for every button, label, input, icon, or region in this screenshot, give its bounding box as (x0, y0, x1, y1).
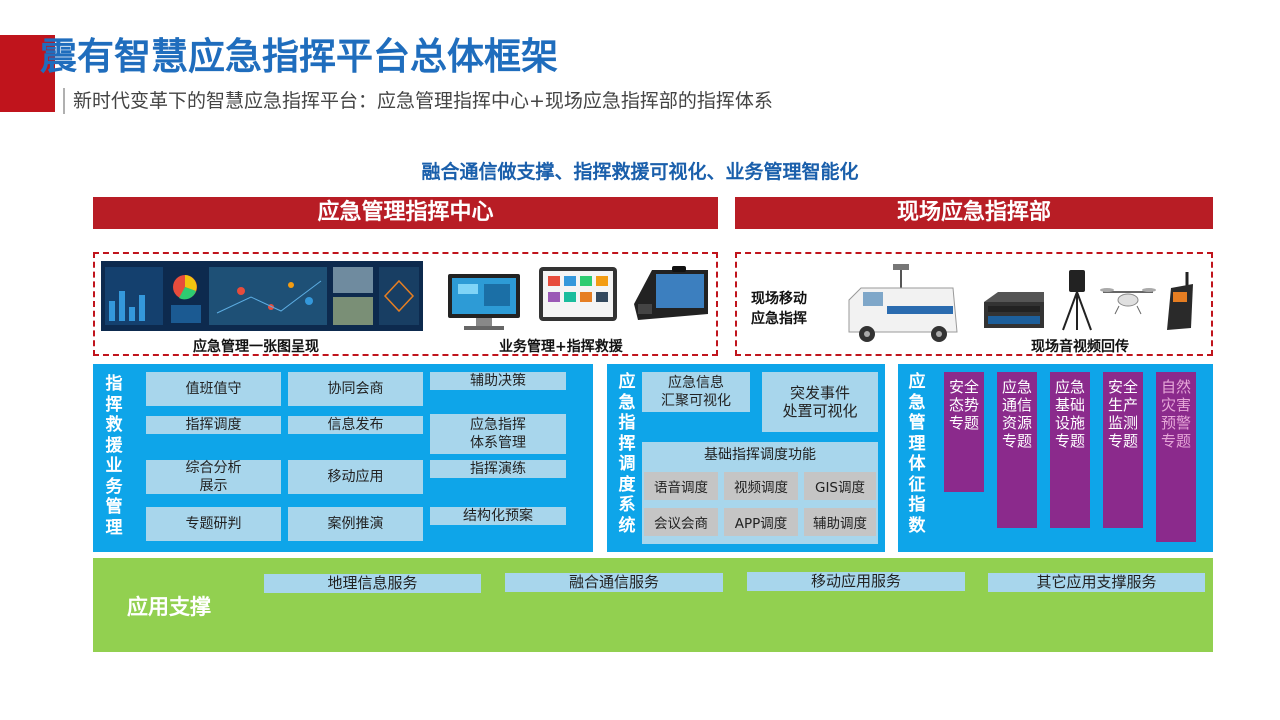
walkie-talkie-image (1161, 270, 1201, 332)
tripod-camera-image (1057, 268, 1097, 332)
rescue-item: 指挥调度 (146, 416, 281, 434)
rescue-item: 信息发布 (288, 416, 423, 434)
rescue-item: 协同会商 (288, 372, 423, 406)
rescue-business-panel: 指挥救援业务管理 值班值守 协同会商 辅助决策 指挥调度 信息发布 应急指挥 体… (93, 364, 593, 552)
monitor-image (446, 272, 522, 332)
command-vehicle-image (841, 262, 963, 346)
support-service: 融合通信服务 (505, 573, 723, 592)
field-devices-box: 现场移动 应急指挥 (735, 252, 1213, 356)
band-command-center: 应急管理指挥中心 (93, 197, 718, 229)
dispatch-function: APP调度 (724, 508, 798, 536)
rescue-item: 辅助决策 (430, 372, 566, 390)
incident-handling-box: 突发事件 处置可视化 (762, 372, 878, 432)
dispatch-function: GIS调度 (804, 472, 876, 500)
dispatch-function: 辅助调度 (804, 508, 876, 536)
command-center-devices-box: 应急管理一张图呈现 业务管理+指挥救援 (93, 252, 718, 356)
dispatch-function: 会议会商 (644, 508, 718, 536)
index-panel-title: 应急管理体征指数 (906, 372, 928, 536)
field-caption: 现场音视频回传 (1031, 336, 1129, 356)
topic-column: 安全态势专题 (944, 372, 984, 492)
info-aggregation-box: 应急信息 汇聚可视化 (642, 372, 750, 412)
dashboard-caption: 应急管理一张图呈现 (193, 336, 319, 356)
support-service: 移动应用服务 (747, 572, 965, 591)
page-subtitle: 新时代变革下的智慧应急指挥平台：应急管理指挥中心+现场应急指挥部的指挥体系 (73, 88, 773, 114)
rescue-item: 结构化预案 (430, 507, 566, 525)
dispatch-function: 语音调度 (644, 472, 718, 500)
page-title: 震有智慧应急指挥平台总体框架 (40, 33, 558, 81)
dispatch-function: 视频调度 (724, 472, 798, 500)
band-field-command: 现场应急指挥部 (735, 197, 1213, 229)
rack-server-image (982, 292, 1046, 330)
support-service: 地理信息服务 (264, 574, 481, 593)
rescue-panel-title: 指挥救援业务管理 (103, 374, 125, 538)
dashboard-wall-image (101, 261, 423, 331)
dispatch-system-panel: 应急指挥调度系统 应急信息 汇聚可视化 突发事件 处置可视化 基础指挥调度功能 … (607, 364, 885, 552)
basic-dispatch-title: 基础指挥调度功能 (704, 446, 816, 464)
rescue-item: 专题研判 (146, 507, 281, 541)
tagline: 融合通信做支撑、指挥救援可视化、业务管理智能化 (0, 158, 1280, 186)
support-panel-title: 应用支撑 (127, 594, 211, 620)
rescue-item: 综合分析 展示 (146, 460, 281, 494)
index-panel: 应急管理体征指数 安全态势专题 应急通信资源专题 应急基础设施专题 安全生产监测… (898, 364, 1213, 552)
rescue-item: 指挥演练 (430, 460, 566, 478)
topic-column: 应急通信资源专题 (997, 372, 1037, 528)
rescue-item: 案例推演 (288, 507, 423, 541)
subtitle-divider (63, 88, 65, 114)
video-phone-image (630, 264, 712, 326)
tablet-image (538, 266, 618, 322)
dispatch-panel-title: 应急指挥调度系统 (616, 372, 638, 536)
topic-column: 应急基础设施专题 (1050, 372, 1090, 528)
application-support-panel: 应用支撑 地理信息服务 融合通信服务 移动应用服务 其它应用支撑服务 (93, 558, 1213, 652)
drone-image (1099, 284, 1157, 316)
topic-column: 自然灾害预警专题 (1156, 372, 1196, 542)
rescue-item: 移动应用 (288, 460, 423, 494)
devices-caption: 业务管理+指挥救援 (499, 336, 623, 356)
support-service: 其它应用支撑服务 (988, 573, 1205, 592)
rescue-item: 值班值守 (146, 372, 281, 406)
topic-column: 安全生产监测专题 (1103, 372, 1143, 528)
field-mobile-label: 现场移动 应急指挥 (751, 289, 807, 329)
rescue-item: 应急指挥 体系管理 (430, 414, 566, 454)
